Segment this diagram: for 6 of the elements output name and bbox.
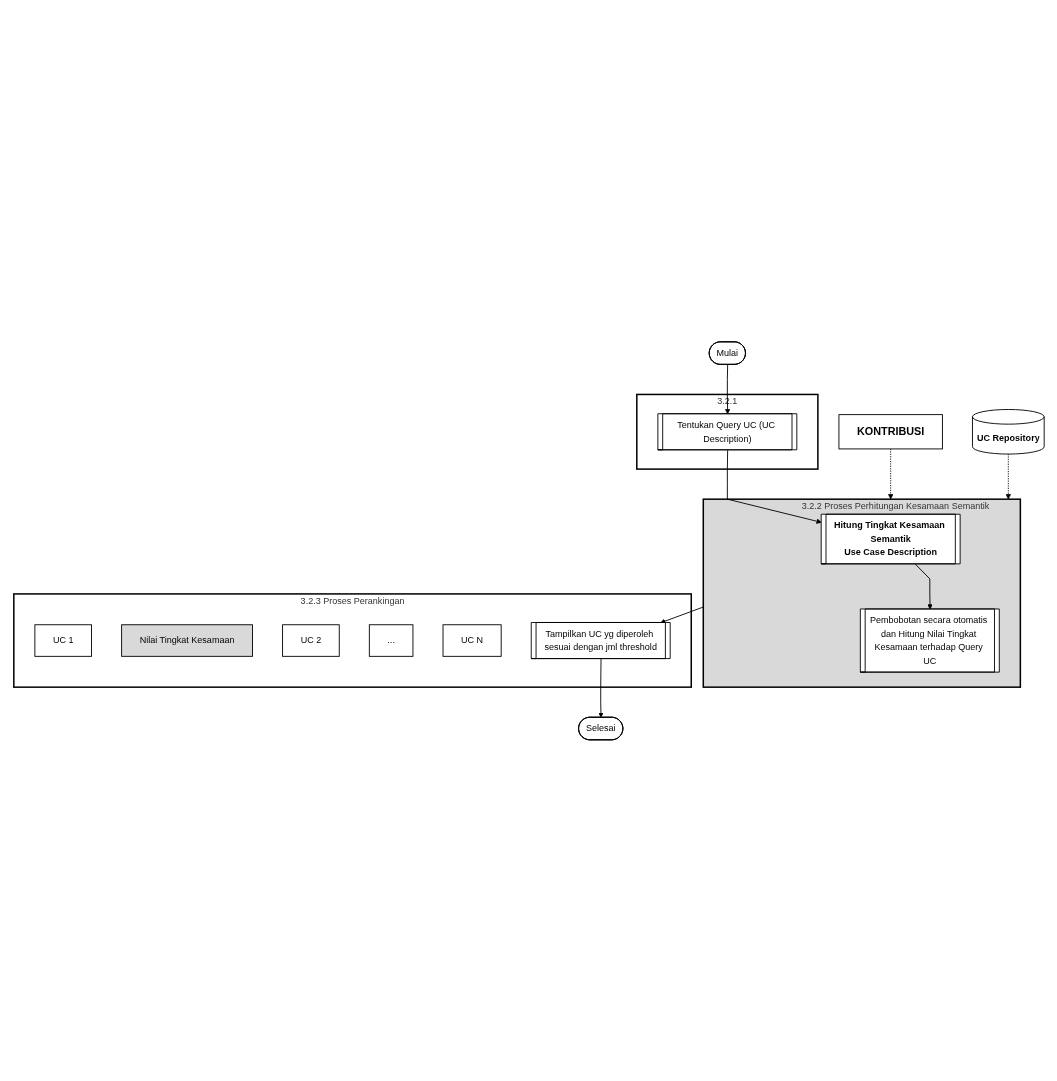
node-box: KONTRIBUSI — [838, 413, 943, 450]
node-box: UC 1 — [33, 624, 92, 657]
node-box: UC 2 — [281, 624, 340, 657]
node-box: UC N — [442, 624, 502, 657]
node-box: Nilai Tingkat Kesamaan — [120, 624, 253, 657]
node-box: ... — [368, 624, 413, 657]
